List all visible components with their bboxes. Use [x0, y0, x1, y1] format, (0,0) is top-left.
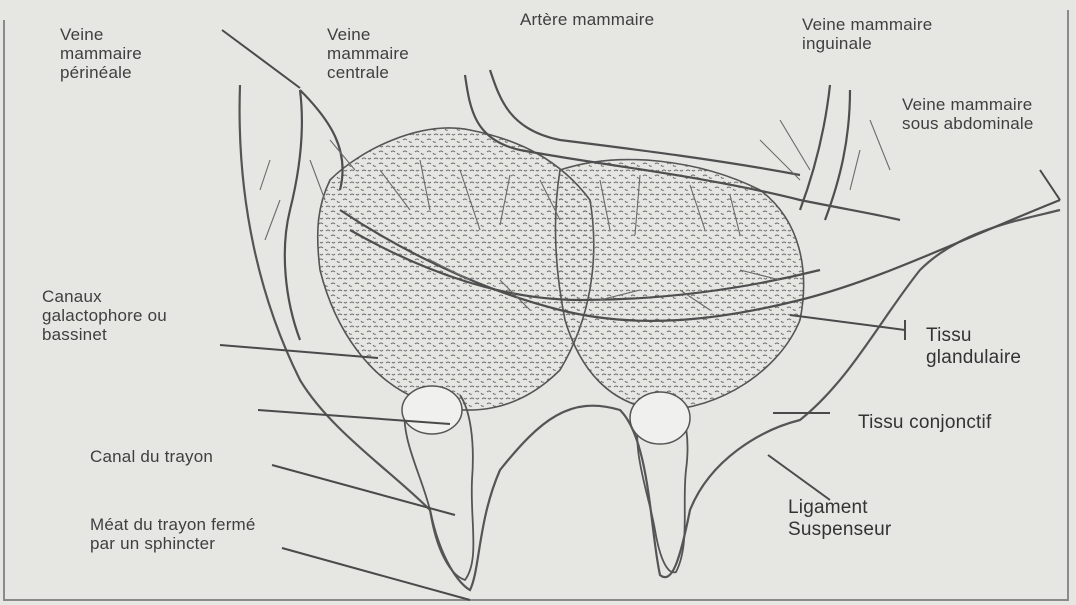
label-line: Veine — [60, 25, 142, 44]
label-line: Artère mammaire — [520, 10, 654, 29]
label-line: Ligament — [788, 497, 891, 519]
label-line: Tissu conjonctif — [858, 412, 991, 434]
label-veine-sous-abdominale: Veine mammaire sous abdominale — [902, 95, 1034, 133]
label-line: Canal du trayon — [90, 447, 213, 466]
label-ligament-suspenseur: Ligament Suspenseur — [788, 497, 891, 541]
label-tissu-glandulaire: Tissu glandulaire — [926, 325, 1021, 369]
label-line: centrale — [327, 63, 409, 82]
label-veine-centrale: Veine mammaire centrale — [327, 25, 409, 82]
gland-cistern-right — [630, 392, 690, 444]
label-tissu-conjonctif: Tissu conjonctif — [858, 412, 991, 434]
label-canal-trayon: Canal du trayon — [90, 447, 213, 466]
label-line: Veine — [327, 25, 409, 44]
label-line: glandulaire — [926, 347, 1021, 369]
label-line: sous abdominale — [902, 114, 1034, 133]
label-line: Tissu — [926, 325, 1021, 347]
gland-right — [555, 160, 803, 410]
label-line: Veine mammaire — [902, 95, 1034, 114]
label-line: Veine mammaire — [802, 15, 932, 34]
label-line: inguinale — [802, 34, 932, 53]
label-veine-perineale: Veine mammaire périnéale — [60, 25, 142, 82]
gland-cistern-left — [402, 386, 462, 434]
gland-left — [318, 128, 594, 410]
label-line: Méat du trayon fermé — [90, 515, 256, 534]
label-line: mammaire — [60, 44, 142, 63]
label-line: mammaire — [327, 44, 409, 63]
label-line: bassinet — [42, 325, 167, 344]
label-line: périnéale — [60, 63, 142, 82]
label-artere-mammaire: Artère mammaire — [520, 10, 654, 29]
label-line: galactophore ou — [42, 306, 167, 325]
label-canaux-galactophore: Canaux galactophore ou bassinet — [42, 287, 167, 344]
label-line: Canaux — [42, 287, 167, 306]
label-meat-trayon: Méat du trayon fermé par un sphincter — [90, 515, 256, 553]
label-line: Suspenseur — [788, 519, 891, 541]
label-line: par un sphincter — [90, 534, 256, 553]
label-veine-inguinale: Veine mammaire inguinale — [802, 15, 932, 53]
